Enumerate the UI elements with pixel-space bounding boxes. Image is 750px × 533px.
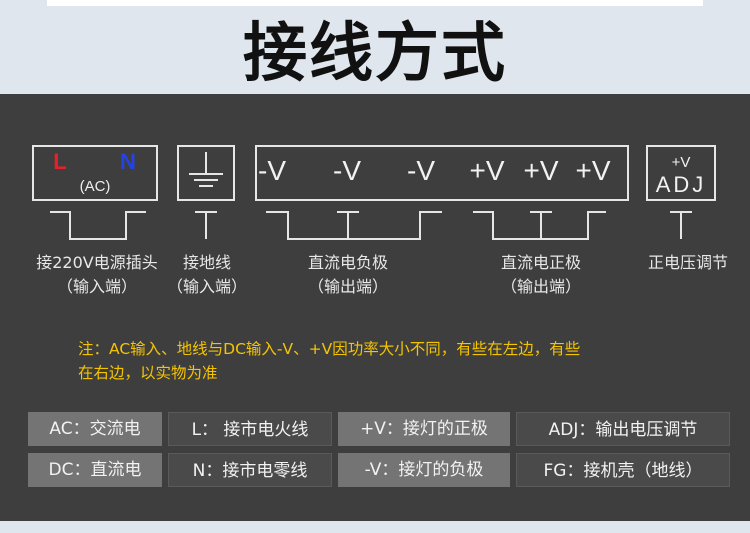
ac-label-line2: （输入端）: [56, 277, 137, 296]
neg-label-line1: 直流电负极: [307, 253, 388, 272]
l-terminal-label: L: [53, 149, 66, 174]
ac-input-box: L N (AC): [32, 145, 158, 201]
pos-terminal-2: +V: [523, 155, 558, 186]
adj-pv-label: +V: [672, 154, 691, 171]
note-line1: 注：AC输入、地线与DC输入-V、+V因功率大小不同，有些在左边，有些: [78, 340, 581, 358]
legend-neg-v: -V：接灯的负极: [338, 453, 510, 487]
neg-terminal-1: -V: [258, 155, 286, 186]
pos-label-line2: （输出端）: [500, 277, 581, 296]
ac-label-line1: 接220V电源插头: [36, 253, 158, 272]
legend-adj: ADJ：输出电压调节: [516, 412, 730, 446]
wiring-diagram: L N (AC) -V -V -V +V +V +V +V ADJ: [32, 145, 716, 240]
note-line2: 在右边，以实物为准: [78, 364, 218, 382]
legend-dc: DC：直流电: [28, 453, 162, 487]
adj-label-line1: 正电压调节: [647, 253, 728, 272]
wiring-panel: [0, 94, 750, 521]
bottom-strip: [0, 521, 750, 533]
ground-icon: [189, 152, 223, 187]
neg-terminal-3: -V: [407, 155, 435, 186]
pos-terminal-3: +V: [575, 155, 610, 186]
ground-label-line1: 接地线: [182, 253, 231, 272]
ac-terminal-label: (AC): [80, 178, 111, 195]
adj-label: ADJ: [656, 172, 707, 197]
neg-label-line2: （输出端）: [307, 277, 388, 296]
connector-lines: [50, 211, 692, 240]
legend-n: N：接市电零线: [168, 453, 332, 487]
legend-pos-v: +V：接灯的正极: [338, 412, 510, 446]
n-terminal-label: N: [120, 149, 136, 174]
top-white-bar: [47, 0, 703, 6]
note-text: 注：AC输入、地线与DC输入-V、+V因功率大小不同，有些在左边，有些 在右边，…: [78, 337, 718, 385]
page-title: 接线方式: [243, 17, 507, 91]
legend-ac: AC：交流电: [28, 412, 162, 446]
adj-box: +V ADJ: [646, 145, 716, 201]
ground-label-line2: （输入端）: [166, 277, 247, 296]
pos-terminal-1: +V: [469, 155, 504, 186]
dc-output-box: -V -V -V +V +V +V: [255, 145, 629, 201]
legend-fg: FG：接机壳（地线）: [516, 453, 730, 487]
pos-label-line1: 直流电正极: [500, 253, 581, 272]
ground-box: [177, 145, 235, 201]
neg-terminal-2: -V: [333, 155, 361, 186]
legend-l: L： 接市电火线: [168, 412, 332, 446]
